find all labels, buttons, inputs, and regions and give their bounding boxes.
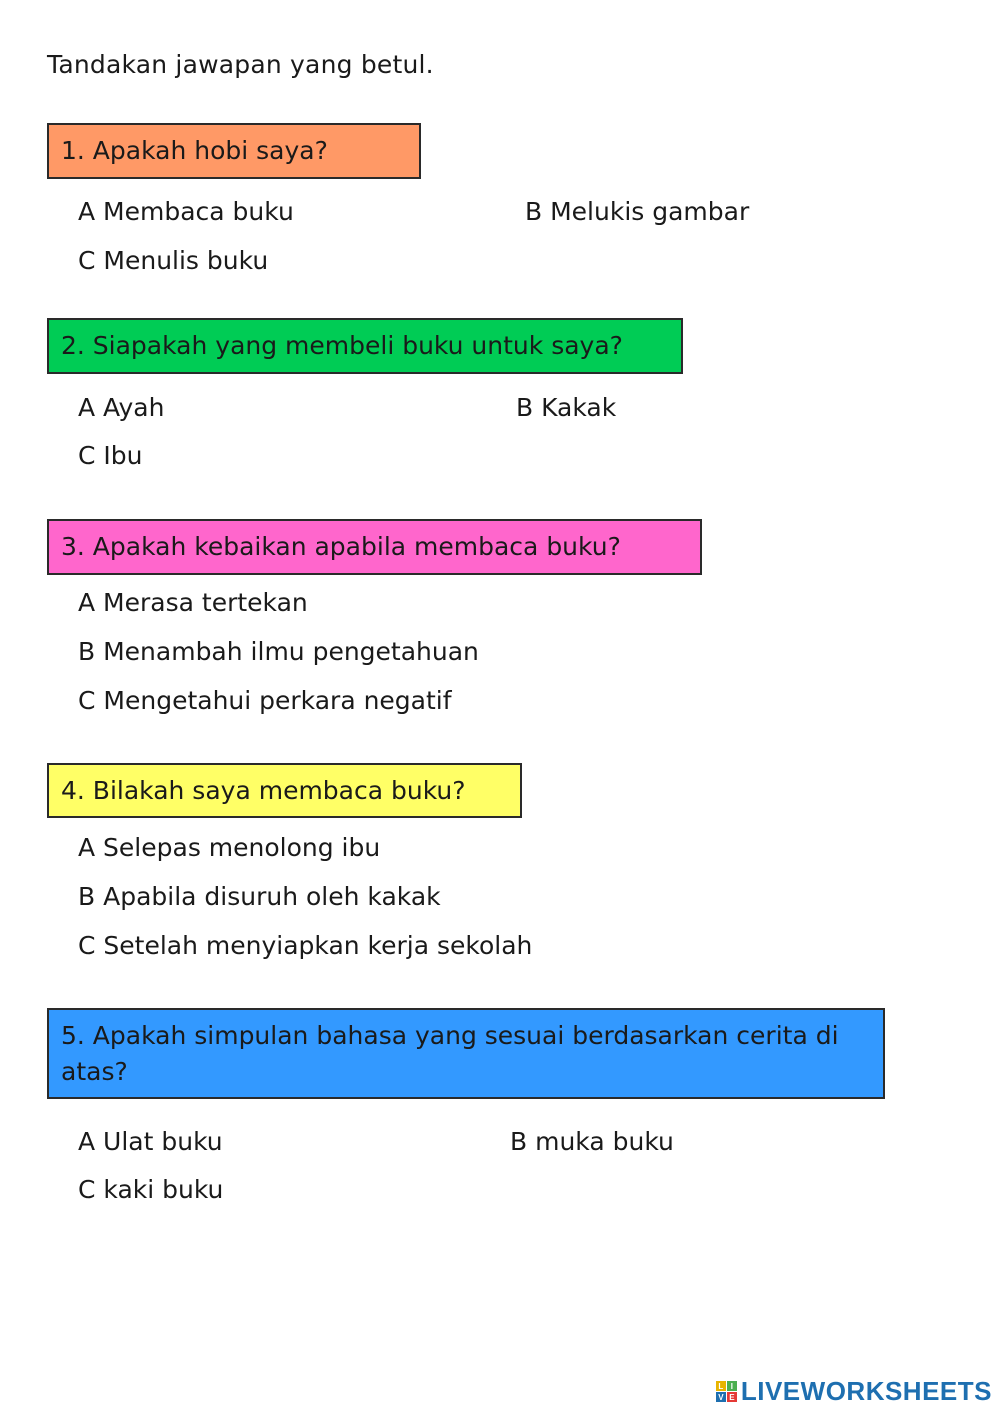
question-2-box: 2. Siapakah yang membeli buku untuk saya… — [47, 318, 683, 374]
question-5-option-c[interactable]: C kaki buku — [78, 1175, 224, 1204]
question-1-option-b[interactable]: B Melukis gambar — [525, 197, 750, 226]
liveworksheets-logo: L I V E LIVEWORKSHEETS — [715, 1376, 992, 1407]
question-3-box: 3. Apakah kebaikan apabila membaca buku? — [47, 519, 702, 575]
question-2-text: 2. Siapakah yang membeli buku untuk saya… — [61, 331, 623, 360]
question-3-option-c[interactable]: C Mengetahui perkara negatif — [78, 686, 452, 715]
instruction-text: Tandakan jawapan yang betul. — [47, 50, 434, 79]
question-4-text: 4. Bilakah saya membaca buku? — [61, 776, 466, 805]
question-3-option-a[interactable]: A Merasa tertekan — [78, 588, 308, 617]
question-3-text: 3. Apakah kebaikan apabila membaca buku? — [61, 532, 621, 561]
question-1-text: 1. Apakah hobi saya? — [61, 136, 328, 165]
question-2-option-c[interactable]: C Ibu — [78, 441, 143, 470]
question-2-option-a[interactable]: A Ayah — [78, 393, 165, 422]
question-5-option-a[interactable]: A Ulat buku — [78, 1127, 223, 1156]
liveworksheets-logo-text: LIVEWORKSHEETS — [740, 1376, 992, 1406]
question-5-box: 5. Apakah simpulan bahasa yang sesuai be… — [47, 1008, 885, 1099]
liveworksheets-logo-icon: L I V E — [715, 1381, 737, 1402]
question-1-box: 1. Apakah hobi saya? — [47, 123, 421, 179]
question-4-option-a[interactable]: A Selepas menolong ibu — [78, 833, 381, 862]
question-5-option-b[interactable]: B muka buku — [510, 1127, 674, 1156]
question-4-option-c[interactable]: C Setelah menyiapkan kerja sekolah — [78, 931, 533, 960]
question-1-option-a[interactable]: A Membaca buku — [78, 197, 294, 226]
question-4-option-b[interactable]: B Apabila disuruh oleh kakak — [78, 882, 441, 911]
question-5-text: 5. Apakah simpulan bahasa yang sesuai be… — [61, 1021, 839, 1086]
question-3-option-b[interactable]: B Menambah ilmu pengetahuan — [78, 637, 479, 666]
question-4-box: 4. Bilakah saya membaca buku? — [47, 763, 522, 818]
question-1-option-c[interactable]: C Menulis buku — [78, 246, 269, 275]
question-2-option-b[interactable]: B Kakak — [516, 393, 617, 422]
